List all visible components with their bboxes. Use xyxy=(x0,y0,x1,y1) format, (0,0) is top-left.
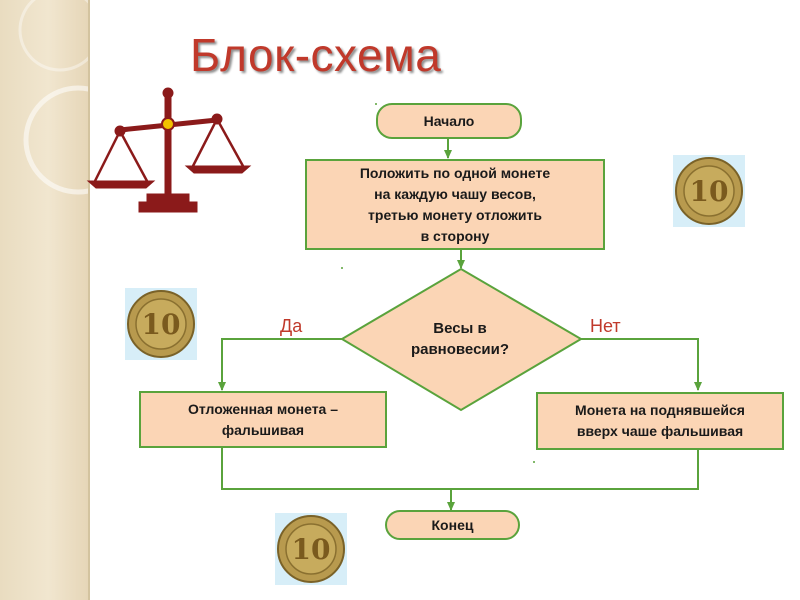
no-result-label: Монета на поднявшейся вверх чаше фальшив… xyxy=(575,402,745,439)
end-node-label: Конец xyxy=(431,517,474,533)
sidebar-swirl-decoration xyxy=(18,0,88,195)
process-step-label: Положить по одной монете на каждую чашу … xyxy=(359,164,551,244)
coin-icon: 10 xyxy=(275,513,347,585)
connector-no-branch xyxy=(581,338,702,391)
connector-no-down xyxy=(451,450,699,490)
process-step-node: Положить по одной монете на каждую чашу … xyxy=(305,159,605,250)
slide-title: Блок-схема xyxy=(190,29,442,81)
coin-icon: 10 xyxy=(673,155,745,227)
coin-value-text: 10 xyxy=(292,533,331,566)
decision-diamond xyxy=(340,267,583,412)
sidebar-divider xyxy=(88,0,90,600)
start-node-label: Начало xyxy=(423,113,475,129)
connector-yes-down xyxy=(221,448,451,490)
decorative-sidebar xyxy=(0,0,88,600)
yes-result-label: Отложенная монета – фальшивая xyxy=(187,400,339,438)
yes-result-node: Отложенная монета – фальшивая xyxy=(139,391,387,448)
balance-scale-icon xyxy=(86,87,252,213)
connector-yes-branch xyxy=(218,338,342,391)
end-node: Конец xyxy=(385,510,520,540)
coin-value-text: 10 xyxy=(142,308,181,341)
no-branch-label: Нет xyxy=(590,316,621,336)
coin-value-text: 10 xyxy=(690,175,729,208)
yes-branch-label: Да xyxy=(280,316,303,336)
decision-label: Весы в равновесии? xyxy=(410,320,510,358)
start-node: Начало xyxy=(376,103,522,139)
no-result-node: Монета на поднявшейся вверх чаше фальшив… xyxy=(536,392,784,450)
coin-icon: 10 xyxy=(125,288,197,360)
